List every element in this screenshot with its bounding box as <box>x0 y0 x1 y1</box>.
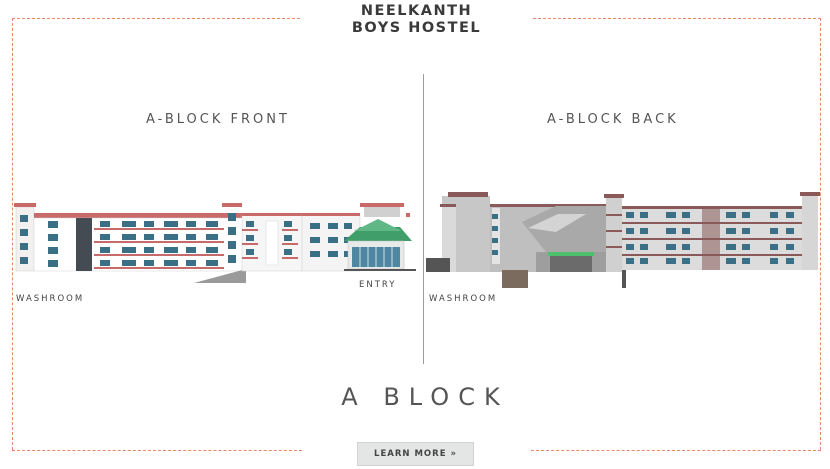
front-elevation-image <box>14 203 416 283</box>
front-washroom-label: WASHROOM <box>16 294 85 304</box>
learn-more-button[interactable]: LEARN MORE » <box>357 442 474 466</box>
section-title: A BLOCK <box>341 383 509 411</box>
back-elevation-image <box>426 192 820 288</box>
frame-border-top-right <box>533 18 821 19</box>
back-heading: A-BLOCK BACK <box>547 112 679 127</box>
back-washroom-label: WASHROOM <box>429 294 498 304</box>
center-divider <box>423 74 424 364</box>
frame-border-right <box>820 18 821 450</box>
frame-border-top-left <box>12 18 300 19</box>
front-heading: A-BLOCK FRONT <box>146 112 290 127</box>
frame-border-bottom-right <box>531 450 821 451</box>
front-entry-label: ENTRY <box>359 280 397 290</box>
page-title: NEELKANTH BOYS HOSTEL <box>300 3 533 37</box>
title-line-2: BOYS HOSTEL <box>351 20 482 36</box>
title-line-1: NEELKANTH <box>360 3 473 19</box>
frame-border-left <box>12 18 13 450</box>
frame-border-bottom-left <box>12 450 302 451</box>
